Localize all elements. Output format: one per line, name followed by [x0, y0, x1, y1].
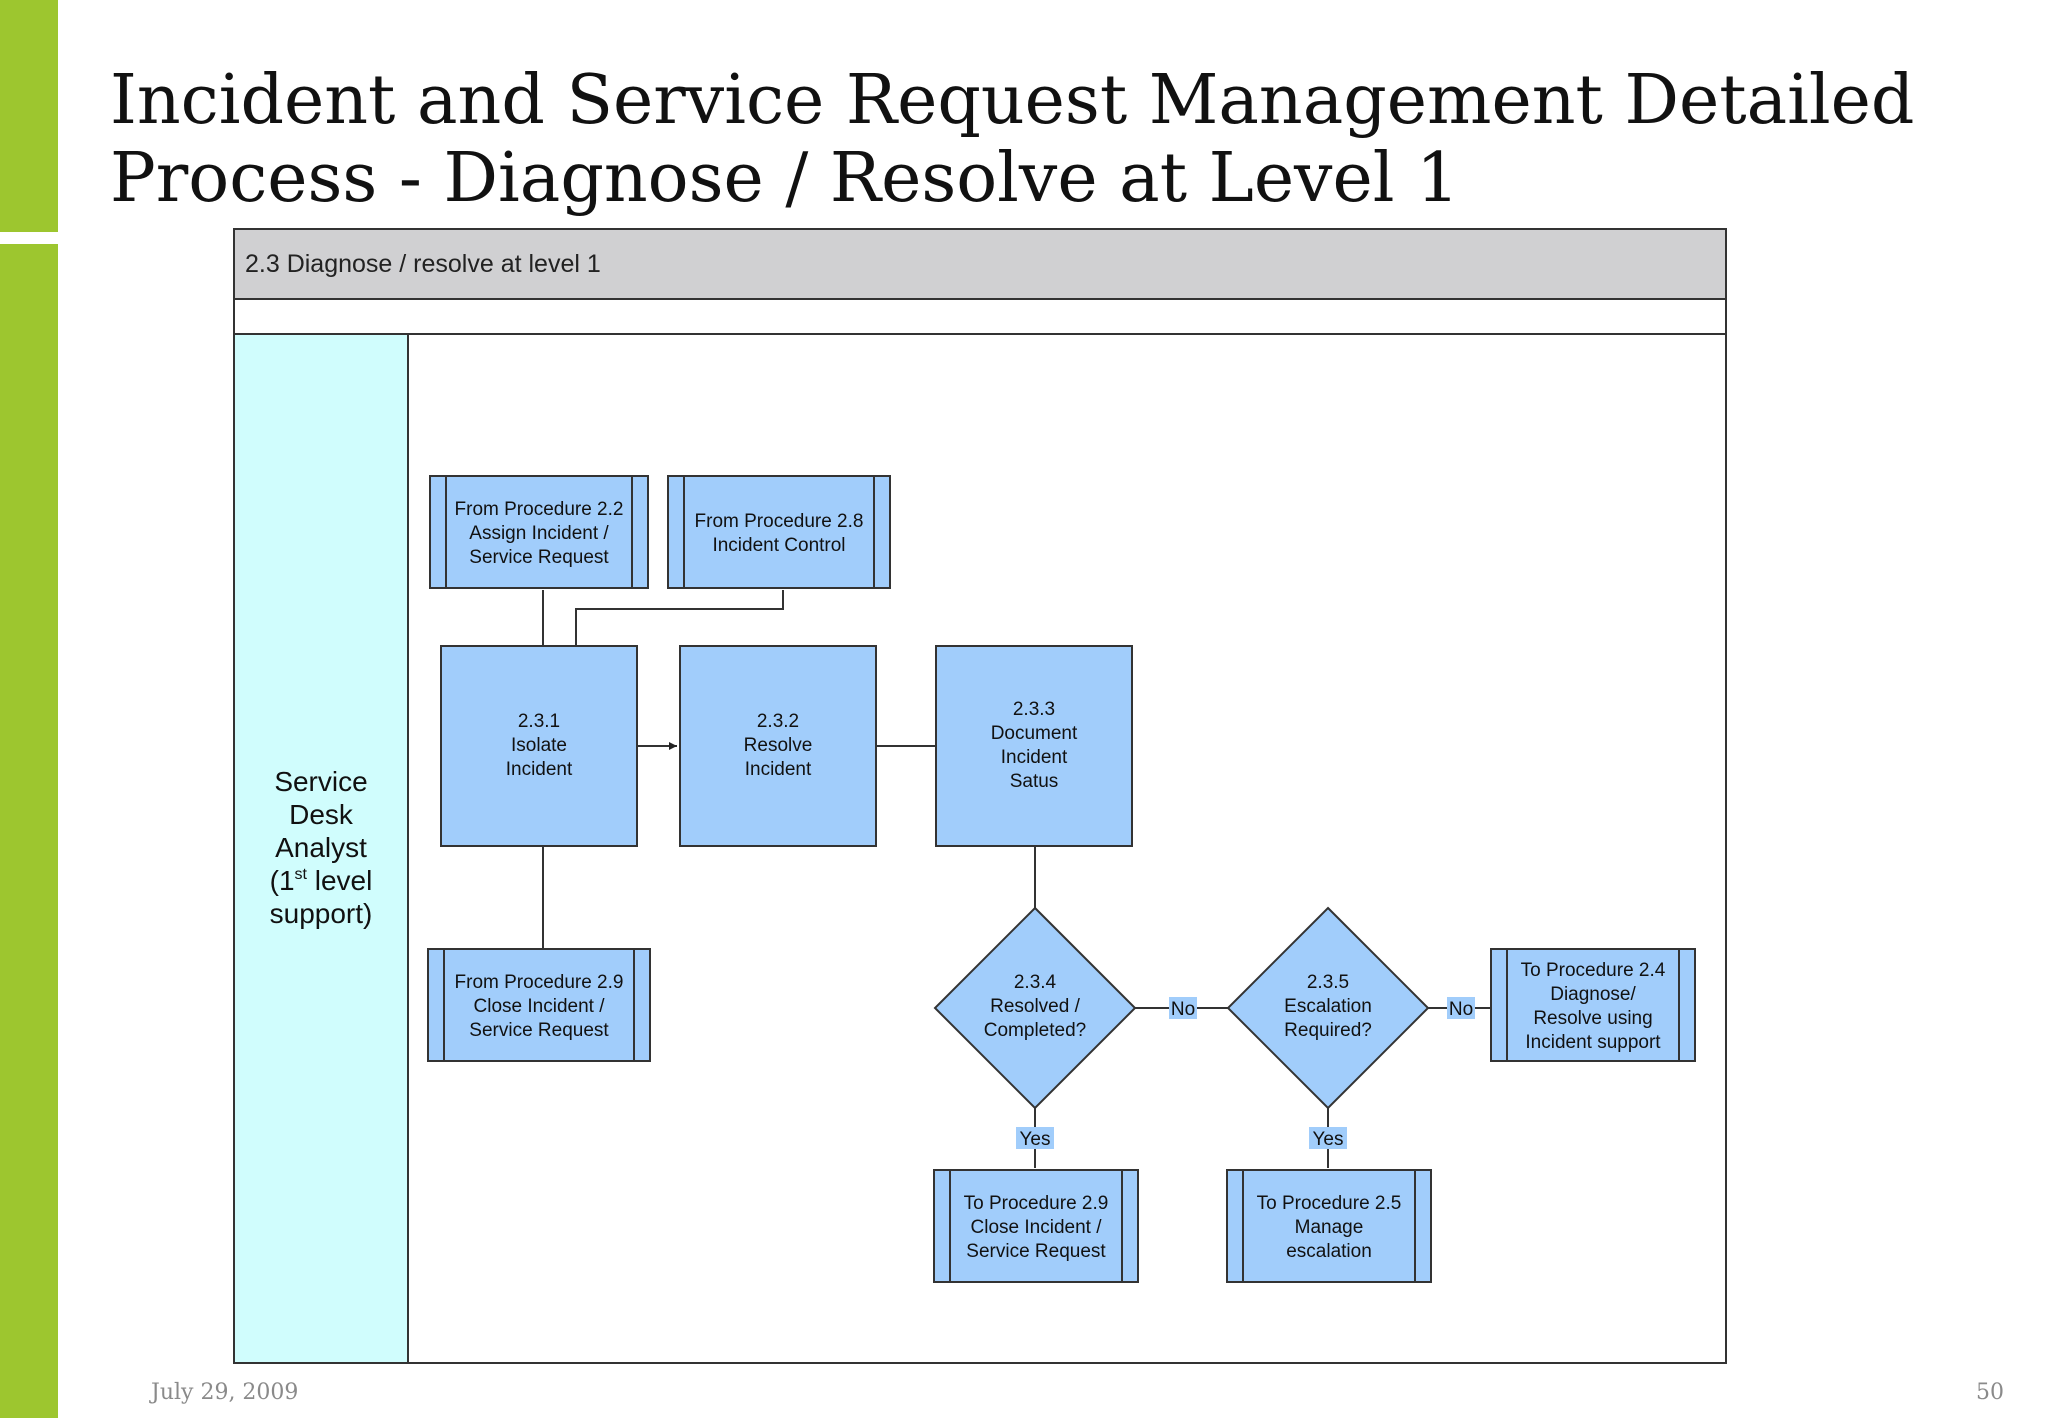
n231-text-3: Incident: [506, 759, 573, 780]
lane-label-line-4: (1st level: [270, 865, 373, 896]
from22-text-3: Service Request: [469, 547, 609, 568]
from29-text-2: Close Incident /: [474, 996, 606, 1017]
from22-text-2: Assign Incident /: [469, 523, 609, 544]
node-to-procedure-2-5: To Procedure 2.5 Manage escalation: [1226, 1169, 1432, 1283]
diagram-header-title: 2.3 Diagnose / resolve at level 1: [245, 250, 601, 278]
n233-text-2: Document: [991, 723, 1078, 744]
to29-text-3: Service Request: [966, 1241, 1106, 1262]
n233-text-1: 2.3.3: [1013, 699, 1055, 720]
to24-text-3: Resolve using: [1533, 1008, 1652, 1029]
svg-text:Yes: Yes: [1020, 1129, 1051, 1150]
d234-text-3: Completed?: [984, 1020, 1086, 1041]
slide-title-line-2: Process - Diagnose / Resolve at Level 1: [110, 139, 1460, 218]
svg-text:Yes: Yes: [1313, 1129, 1344, 1150]
edge-label-yes-1: Yes: [1016, 1127, 1054, 1150]
node-to-procedure-2-4: To Procedure 2.4 Diagnose/ Resolve using…: [1490, 948, 1696, 1062]
to25-text-2: Manage: [1295, 1217, 1364, 1238]
to25-text-3: escalation: [1286, 1241, 1372, 1262]
to25-text-1: To Procedure 2.5: [1257, 1193, 1402, 1214]
lane-label-line-5: support): [270, 898, 373, 929]
lane-label-line-3: Analyst: [275, 832, 367, 863]
n233-text-4: Satus: [1010, 771, 1059, 792]
diagram-header: [233, 228, 1727, 300]
accent-bar-top: [0, 0, 58, 232]
accent-bar-left: [0, 244, 58, 1418]
d234-text-2: Resolved /: [990, 996, 1080, 1017]
footer-date: July 29, 2009: [151, 1380, 299, 1405]
from28-text-1: From Procedure 2.8: [695, 511, 864, 532]
node-2-3-2-resolve-incident: 2.3.2 Resolve Incident: [679, 645, 877, 847]
connector-from28-to-231: [575, 590, 784, 646]
svg-text:No: No: [1449, 999, 1473, 1020]
svg-text:No: No: [1171, 999, 1195, 1020]
to29-text-2: Close Incident /: [971, 1217, 1103, 1238]
d234-text-1: 2.3.4: [1014, 972, 1057, 993]
to24-text-1: To Procedure 2.4: [1521, 960, 1666, 981]
decision-2-3-5-escalation-required: 2.3.5 Escalation Required?: [1226, 906, 1430, 1110]
slide-title: Incident and Service Request Management …: [110, 62, 2010, 218]
node-from-procedure-2-9: From Procedure 2.9 Close Incident / Serv…: [427, 948, 651, 1062]
swimlane-label: Service Desk Analyst (1st level support): [270, 766, 373, 929]
n232-text-2: Resolve: [744, 735, 813, 756]
edge-label-no-2: No: [1447, 997, 1475, 1020]
to29-text-1: To Procedure 2.9: [964, 1193, 1109, 1214]
swimlane-label-cell: [233, 333, 409, 1364]
edge-label-no-1: No: [1169, 997, 1197, 1020]
to24-text-2: Diagnose/: [1550, 984, 1636, 1005]
n232-text-1: 2.3.2: [757, 711, 799, 732]
n231-text-1: 2.3.1: [518, 711, 560, 732]
slide-title-line-1: Incident and Service Request Management …: [110, 61, 1915, 140]
arrowhead-to-232: [669, 742, 677, 750]
node-2-3-3-document-incident-status: 2.3.3 Document Incident Satus: [935, 645, 1133, 847]
page-number: 50: [1976, 1380, 2004, 1405]
d235-text-3: Required?: [1284, 1020, 1372, 1041]
from29-text-1: From Procedure 2.9: [455, 972, 624, 993]
lane-label-line-2: Desk: [289, 799, 354, 830]
from22-text-1: From Procedure 2.2: [455, 499, 624, 520]
node-from-procedure-2-8: From Procedure 2.8 Incident Control: [667, 475, 891, 589]
to24-text-4: Incident support: [1525, 1032, 1661, 1053]
from29-text-3: Service Request: [469, 1020, 609, 1041]
node-to-procedure-2-9: To Procedure 2.9 Close Incident / Servic…: [933, 1169, 1139, 1283]
d235-text-2: Escalation: [1284, 996, 1372, 1017]
n232-text-3: Incident: [745, 759, 812, 780]
lane-label-line-1: Service: [274, 766, 367, 797]
node-from-procedure-2-2: From Procedure 2.2 Assign Incident / Ser…: [429, 475, 649, 589]
edge-label-yes-2: Yes: [1309, 1127, 1347, 1150]
d235-text-1: 2.3.5: [1307, 972, 1349, 993]
n233-text-3: Incident: [1001, 747, 1068, 768]
node-2-3-1-isolate-incident: 2.3.1 Isolate Incident: [440, 645, 638, 847]
from28-text-2: Incident Control: [712, 535, 845, 556]
decision-2-3-4-resolved-completed: 2.3.4 Resolved / Completed?: [933, 906, 1137, 1110]
n231-text-2: Isolate: [511, 735, 567, 756]
process-diagram: 2.3 Diagnose / resolve at level 1 Servic…: [233, 228, 1727, 1364]
